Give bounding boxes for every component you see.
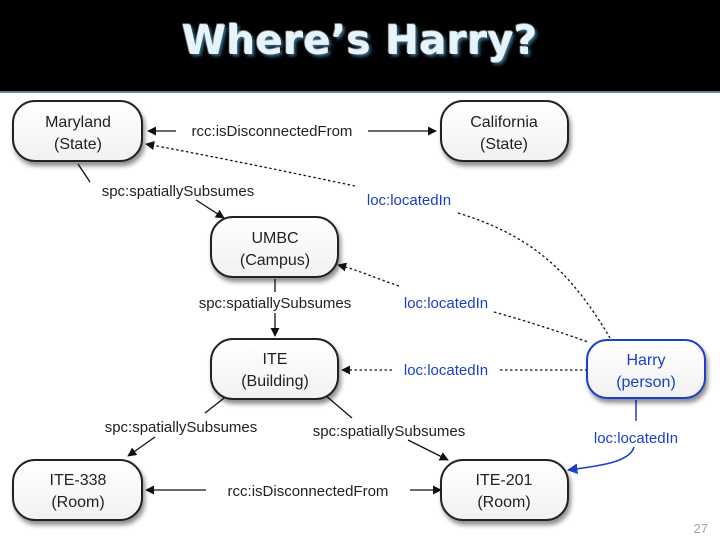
edge-harry-md-located: loc:locatedIn [145,140,611,339]
edge-label-harry-md: loc:locatedIn [367,192,451,209]
edge-rooms-disconnected: rcc:isDisconnectedFrom [145,483,442,500]
edge-label-ite-338: spc:spatiallySubsumes [105,419,258,436]
node-maryland-type: (State) [54,136,102,153]
edge-harry-ite-located: loc:locatedIn [341,362,586,379]
edge-label-ite-201: spc:spatiallySubsumes [313,423,466,440]
edge-harry-umbc-located: loc:locatedIn [337,262,589,343]
node-ite-201-name: ITE-201 [476,472,533,489]
slide-header: Where’s Harry? [0,0,720,91]
node-ite-201-type: (Room) [477,494,530,511]
node-harry: Harry (person) [586,339,706,399]
node-ite-name: ITE [263,351,288,368]
edge-md-cal-disconnected: rcc:isDisconnectedFrom [147,123,437,140]
edge-umbc-ite-subsumes: spc:spatiallySubsumes [199,279,352,337]
node-ite-338-name: ITE-338 [50,472,107,489]
node-ite-type: (Building) [241,373,309,390]
edge-label-umbc-ite: spc:spatiallySubsumes [199,295,352,312]
node-maryland-name: Maryland [45,114,111,131]
node-harry-name: Harry [626,352,665,369]
node-ite-338: ITE-338 (Room) [12,459,143,521]
edge-label-rooms: rcc:isDisconnectedFrom [228,483,389,500]
node-california-type: (State) [480,136,528,153]
node-harry-type: (person) [616,374,676,391]
node-umbc: UMBC (Campus) [210,216,339,278]
edge-label-md-umbc: spc:spatiallySubsumes [102,183,255,200]
edge-label-harry-ite: loc:locatedIn [404,362,488,379]
node-maryland: Maryland (State) [12,100,143,162]
node-ite-201: ITE-201 (Room) [440,459,569,521]
edge-harry-201-located: loc:locatedIn [566,400,678,475]
node-ite-338-type: (Room) [51,494,104,511]
edge-ite-338-subsumes: spc:spatiallySubsumes [105,394,258,457]
edge-md-umbc-subsumes: spc:spatiallySubsumes [77,163,255,219]
node-umbc-name: UMBC [251,230,298,247]
edge-label-harry-201: loc:locatedIn [594,430,678,447]
edge-ite-201-subsumes: spc:spatiallySubsumes [313,394,466,461]
page-number: 27 [693,521,708,536]
node-california-name: California [470,114,538,131]
header-divider [0,91,720,93]
edge-label-harry-umbc: loc:locatedIn [404,295,488,312]
node-ite: ITE (Building) [210,338,339,400]
node-umbc-type: (Campus) [240,252,310,269]
slide-title: Where’s Harry? [182,18,538,64]
node-california: California (State) [440,100,569,162]
edge-label-md-cal: rcc:isDisconnectedFrom [192,123,353,140]
